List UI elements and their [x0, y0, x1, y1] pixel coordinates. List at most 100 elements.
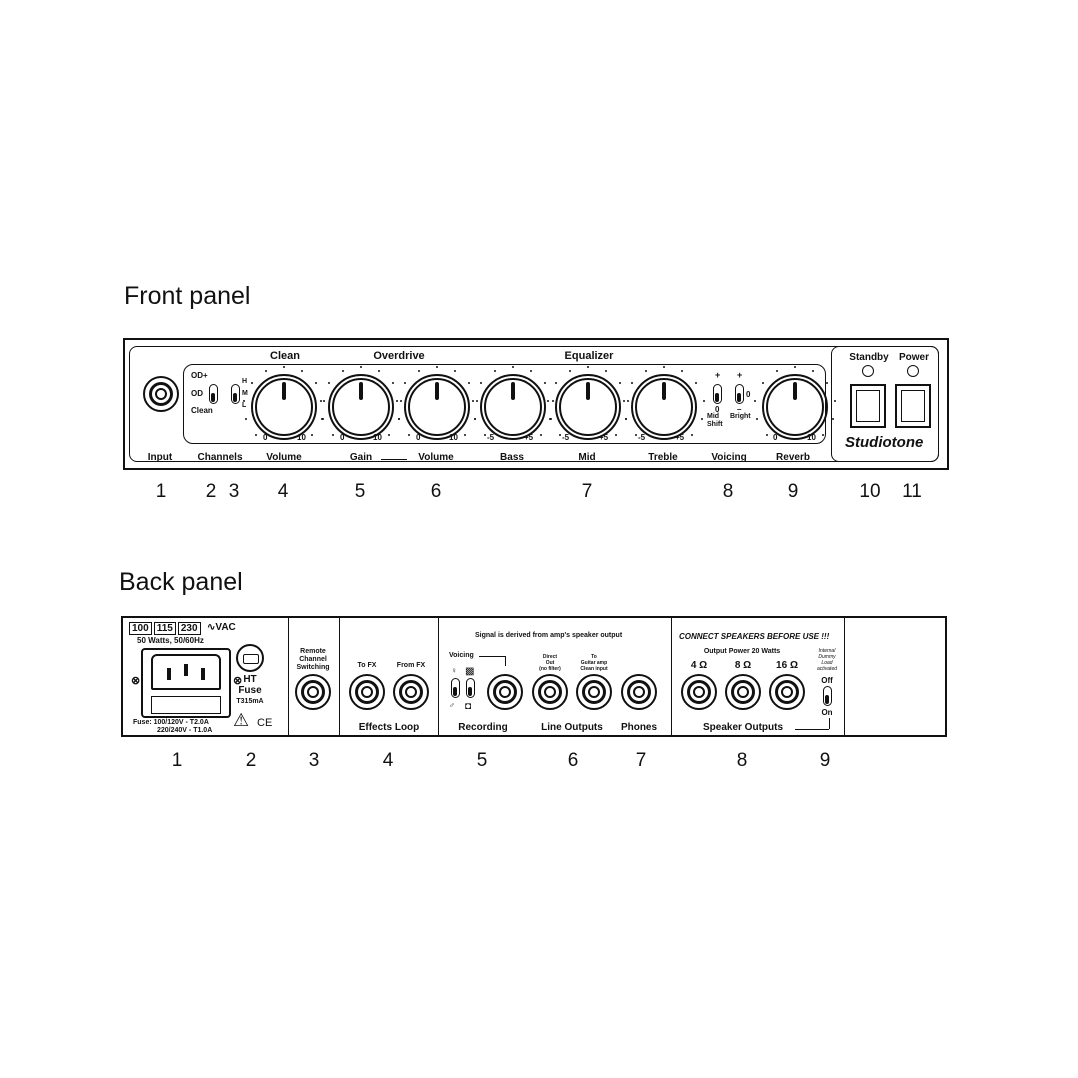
knob-tick-dot [283, 366, 285, 368]
voltage-230[interactable]: 230 [177, 622, 201, 635]
speaker-8ohm-jack[interactable] [725, 674, 761, 710]
to-guitar-amp-label: To Guitar amp Clean input [580, 654, 608, 672]
standby-label: Standby [849, 352, 889, 363]
from-fx-jack[interactable] [393, 674, 429, 710]
knob-tick-dot [681, 370, 684, 373]
knob-tick-dot [644, 370, 647, 373]
iec-power-socket[interactable] [141, 648, 231, 718]
knob-tick-dot [626, 399, 629, 402]
knob-tick-dot [315, 382, 318, 385]
knob-tick-dot [623, 399, 626, 402]
label-mid: Mid [578, 452, 596, 463]
bass-knob[interactable] [484, 378, 542, 436]
to-guitar-amp-jack[interactable] [576, 674, 612, 710]
voicing-plus-1: + [715, 370, 721, 380]
reverb-knob[interactable] [766, 378, 824, 436]
knob-tick-dot [833, 399, 836, 402]
knob-tick-dot [392, 382, 395, 385]
knob-tick-dot [436, 366, 438, 368]
mid-knob[interactable] [559, 378, 617, 436]
knob-tick-dot [320, 399, 323, 402]
recording-jack[interactable] [487, 674, 523, 710]
group-overdrive-label: Overdrive [373, 350, 425, 362]
knob-tick-dot [321, 418, 324, 421]
back-panel-title: Back panel [119, 568, 243, 596]
od-gain-knob[interactable] [332, 378, 390, 436]
voltage-100[interactable]: 100 [129, 622, 152, 635]
fuse-drawer[interactable] [151, 696, 221, 714]
knob-tick-dot [464, 434, 467, 437]
mid-shift-switch[interactable] [713, 384, 722, 404]
knob-tick-dot [396, 399, 399, 402]
fuse-label: Fuse [238, 685, 262, 696]
front-callout-4: 4 [277, 481, 289, 502]
voltage-selector[interactable]: 100 115 230 [129, 622, 201, 635]
knob-tick-dot [479, 382, 482, 385]
back-divider-5 [844, 618, 845, 735]
cabinet-icon: ▩ [465, 666, 475, 677]
recording-voicing-switch-1[interactable] [451, 678, 460, 698]
hml-l: L [242, 402, 247, 409]
od-gain-knob-ring [328, 374, 394, 440]
knob-tick-dot [341, 370, 344, 373]
speaker-4ohm-jack[interactable] [681, 674, 717, 710]
knob-tick-dot [551, 399, 554, 402]
back-divider-1 [288, 618, 289, 735]
watts-label: 50 Watts, 50/60Hz [137, 636, 204, 645]
front-callout-11: 11 [902, 481, 922, 502]
front-callout-3: 3 [228, 481, 240, 502]
knob-tick-dot [530, 370, 533, 373]
ht-label: HT [243, 674, 257, 685]
knob-tick-dot [403, 382, 406, 385]
standby-switch[interactable] [850, 384, 886, 428]
remote-switching-jack[interactable] [295, 674, 331, 710]
iec-plug-recess [151, 654, 221, 690]
dummy-load-switch[interactable] [823, 686, 832, 706]
treble-max: +5 [675, 433, 685, 442]
group-clean-label: Clean [270, 350, 300, 362]
voicing-bracket-line [479, 656, 505, 657]
bright-switch[interactable] [735, 384, 744, 404]
ohm-8-label: 8 Ω [734, 660, 752, 671]
knob-tick-dot [473, 418, 476, 421]
knob-tick-dot [322, 399, 325, 402]
knob-tick-dot [254, 434, 257, 437]
to-fx-jack[interactable] [349, 674, 385, 710]
treble-knob-ring [631, 374, 697, 440]
ht-fuse-holder[interactable] [236, 644, 264, 672]
signal-note: Signal is derived from amp's speaker out… [475, 632, 623, 639]
knob-tick-dot [454, 370, 457, 373]
knob-tick-dot [244, 418, 247, 421]
clean-volume-knob[interactable] [255, 378, 313, 436]
power-label: Power [898, 352, 930, 363]
power-switch[interactable] [895, 384, 931, 428]
knob-tick-dot [826, 382, 829, 385]
to-fx-label: To FX [357, 662, 377, 669]
screw-left-icon: ⊗ [131, 675, 141, 687]
voltage-115[interactable]: 115 [153, 622, 176, 635]
recording-voicing-switch-2[interactable] [466, 678, 475, 698]
channel-switch[interactable] [209, 384, 218, 404]
screw-right-icon: ⊗ [233, 675, 243, 687]
speaker-16ohm-jack[interactable] [769, 674, 805, 710]
remote-switching-label: Remote Channel Switching [296, 648, 330, 671]
knob-tick-dot [388, 434, 391, 437]
mic-icon: ♀ [451, 666, 457, 675]
standby-led-icon [862, 365, 874, 377]
direct-out-label: Direct Out (no filter) [539, 654, 561, 672]
knob-tick-dot [378, 370, 381, 373]
knob-tick-dot [397, 418, 400, 421]
clean-volume-min: 0 [263, 433, 268, 442]
knob-tick-dot [399, 399, 402, 402]
hml-switch[interactable] [231, 384, 240, 404]
dummy-on-label: On [821, 708, 833, 717]
knob-tick-dot [755, 418, 758, 421]
knob-tick-dot [547, 399, 550, 402]
phones-jack[interactable] [621, 674, 657, 710]
knob-tick-dot [761, 382, 764, 385]
od-volume-knob[interactable] [408, 378, 466, 436]
input-jack[interactable] [143, 376, 179, 412]
ac-wave-icon: ∿ [207, 622, 216, 633]
direct-out-jack[interactable] [532, 674, 568, 710]
treble-knob[interactable] [635, 378, 693, 436]
